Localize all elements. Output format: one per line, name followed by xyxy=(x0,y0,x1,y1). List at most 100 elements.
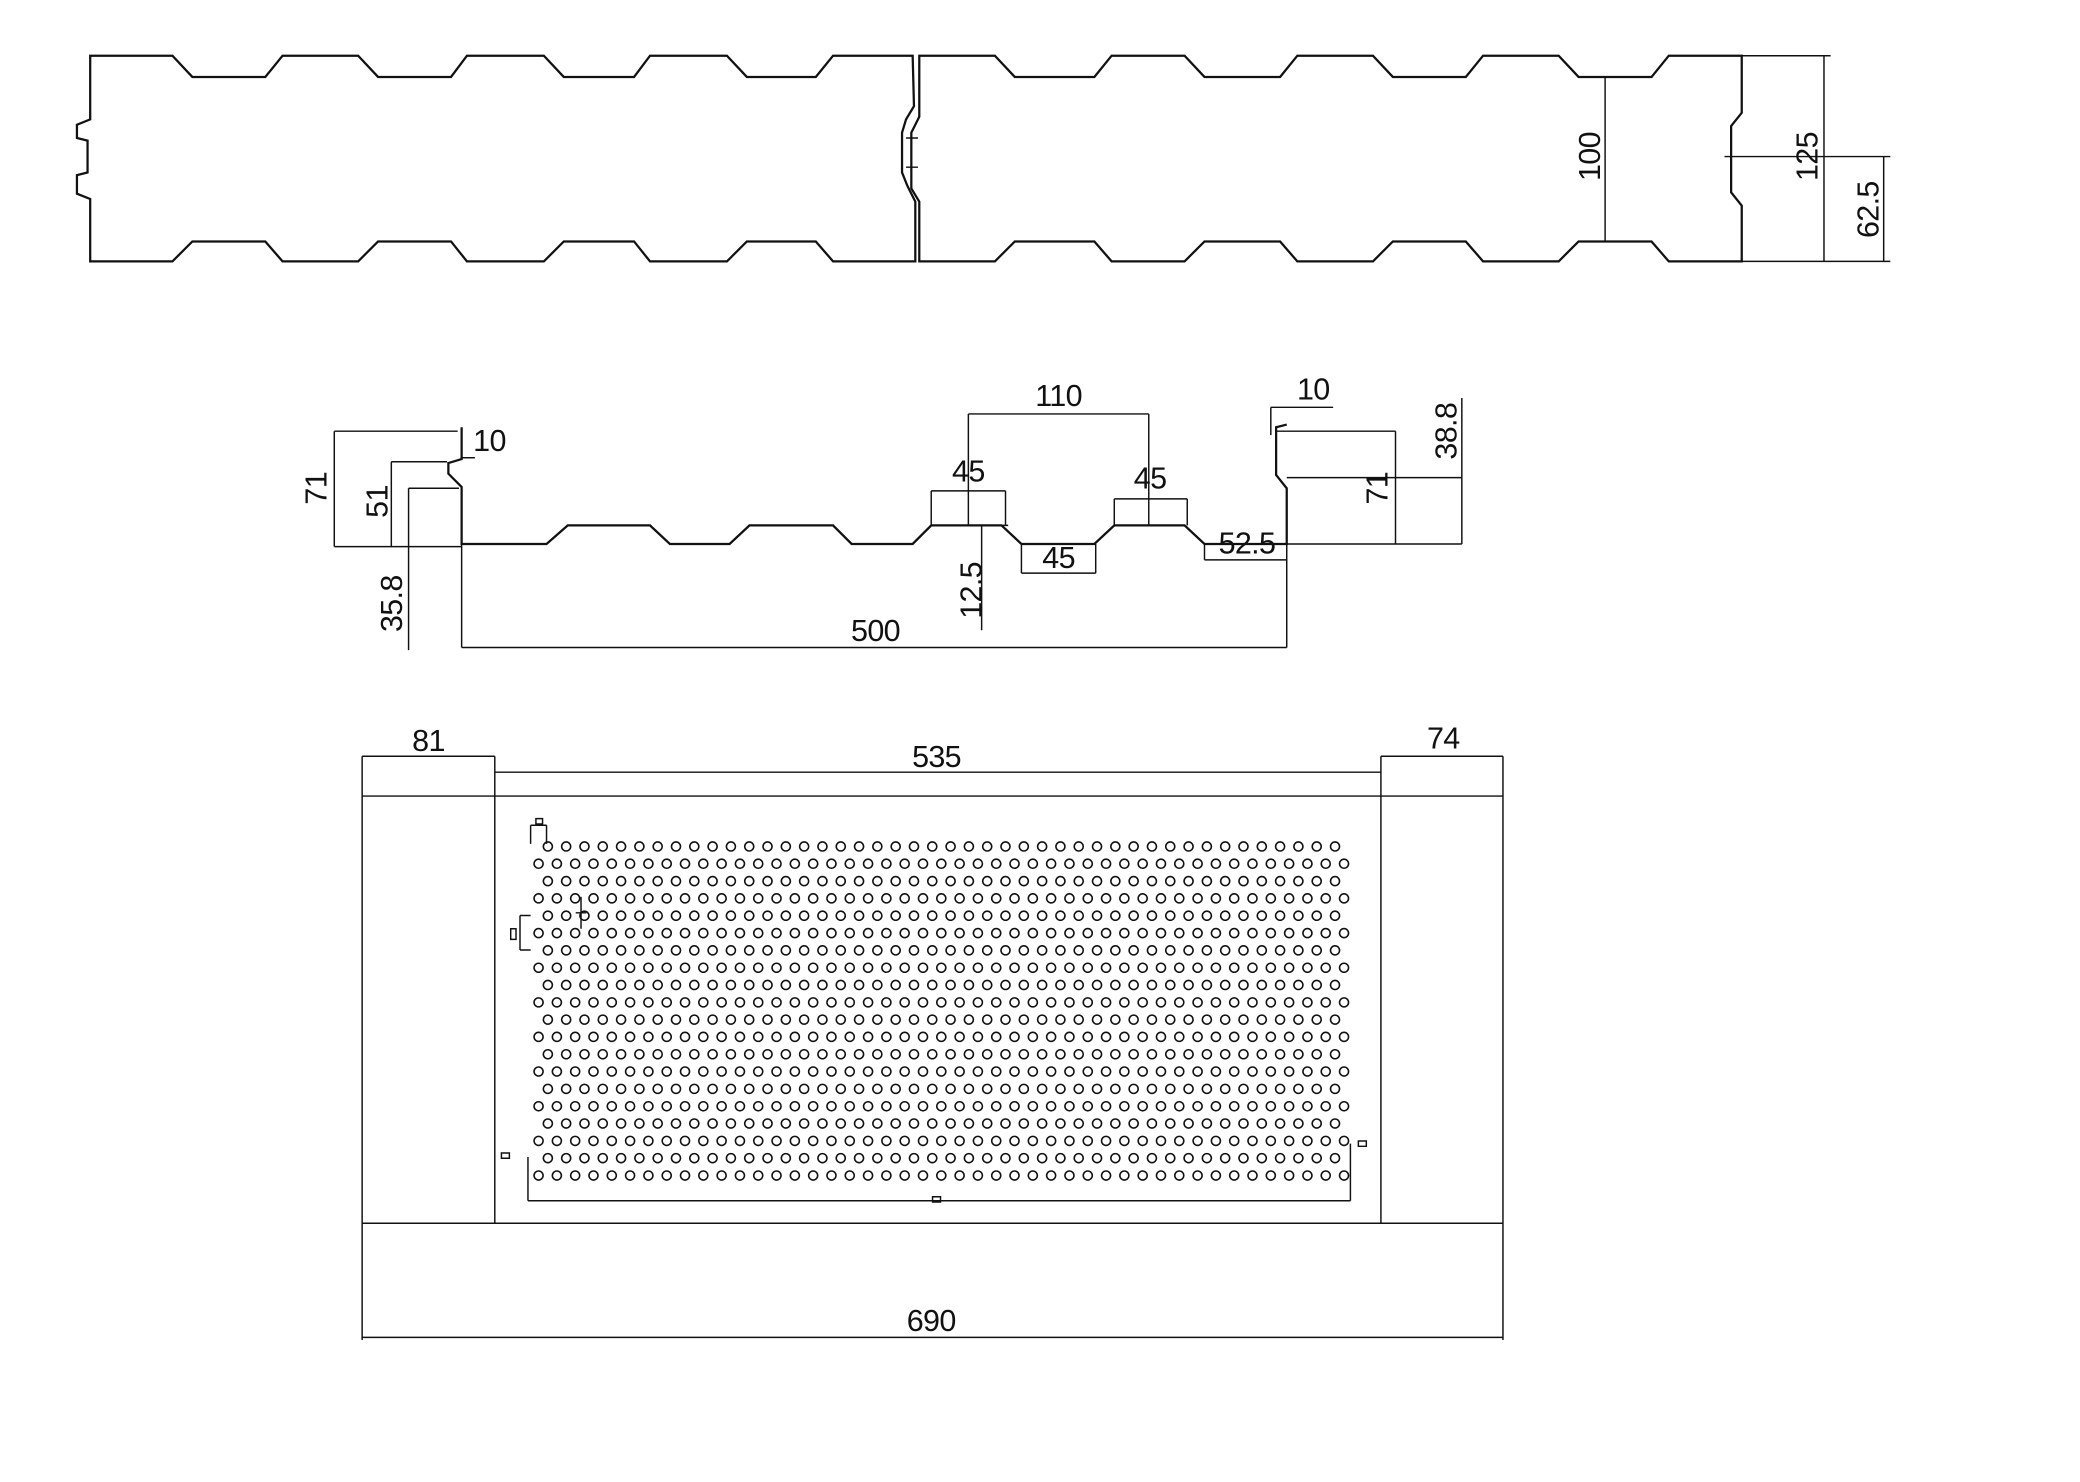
perforation-hole xyxy=(588,997,599,1008)
dimension-line-45-left xyxy=(930,490,1007,526)
perforation-hole xyxy=(981,945,993,956)
perforation-hole xyxy=(835,1152,847,1164)
perforation-hole xyxy=(1100,1100,1112,1112)
perforation-hole xyxy=(881,893,892,904)
perforation-hole xyxy=(1238,1083,1249,1095)
perforation-hole xyxy=(1302,1031,1313,1043)
perforation-hole xyxy=(954,1170,965,1181)
perforation-hole xyxy=(551,1031,563,1043)
perforation-hole xyxy=(588,1066,599,1077)
perforation-hole xyxy=(634,1048,645,1060)
perforation-hole xyxy=(670,875,682,887)
perforation-hole xyxy=(1210,1031,1222,1043)
perforation-hole xyxy=(1119,1066,1130,1077)
perforation-hole xyxy=(807,962,819,974)
perforation-hole xyxy=(1091,945,1103,956)
perforation-hole xyxy=(1283,997,1295,1008)
perforation-hole xyxy=(853,1152,865,1164)
perforation-hole xyxy=(1320,1170,1332,1181)
perforation-hole xyxy=(954,1031,965,1043)
perforation-hole xyxy=(1064,1066,1075,1077)
perforation-hole xyxy=(634,945,645,956)
perforation-hole xyxy=(1045,1031,1057,1043)
perforation-hole xyxy=(606,1031,618,1043)
perforation-hole xyxy=(1073,1118,1085,1129)
perforation-hole xyxy=(551,927,563,939)
perforation-hole xyxy=(1064,1170,1075,1181)
perforation-hole xyxy=(1228,1100,1240,1112)
perforation-hole xyxy=(1256,1048,1268,1060)
perforation-hole xyxy=(862,1031,874,1043)
perforation-hole xyxy=(762,979,773,991)
perforation-hole xyxy=(1183,1048,1194,1060)
perforation-hole xyxy=(752,1135,764,1147)
perforation-hole xyxy=(1027,1031,1039,1043)
perforation-hole xyxy=(1055,875,1066,887)
perforation-hole xyxy=(1302,997,1313,1008)
perforation-hole xyxy=(1128,875,1139,887)
perforation-hole xyxy=(1192,1031,1203,1043)
perforation-hole xyxy=(789,893,801,904)
perforation-hole xyxy=(926,1083,938,1095)
perforation-hole xyxy=(935,997,947,1008)
perforation-hole xyxy=(542,1048,554,1060)
perforation-hole xyxy=(1018,1048,1030,1060)
perforation-hole xyxy=(569,858,581,870)
perforation-hole xyxy=(707,1152,718,1164)
perforation-hole xyxy=(1009,893,1020,904)
perforation-hole xyxy=(1293,1048,1304,1060)
dimension-label-45-bottom: 45 xyxy=(1042,541,1075,575)
perforation-hole xyxy=(926,875,938,887)
perforation-hole xyxy=(771,997,782,1008)
dimension-label-51: 51 xyxy=(360,485,394,518)
perforation-hole xyxy=(1338,858,1350,870)
perforation-hole xyxy=(1100,1031,1112,1043)
perforation-hole xyxy=(698,858,709,870)
perforation-hole xyxy=(899,997,910,1008)
perforation-hole xyxy=(1173,1170,1185,1181)
perforation-hole xyxy=(1183,841,1194,852)
perforation-hole xyxy=(615,945,627,956)
perforation-hole xyxy=(1137,1135,1148,1147)
perforation-hole xyxy=(789,927,801,939)
perforation-hole xyxy=(716,1031,727,1043)
perforation-hole xyxy=(1055,910,1066,922)
right-sheet-outline xyxy=(910,54,1743,263)
perforation-hole xyxy=(1274,841,1286,852)
perforation-hole xyxy=(917,1100,929,1112)
perforation-hole xyxy=(533,1100,544,1112)
perforation-hole xyxy=(990,1135,1002,1147)
perforation-hole xyxy=(1228,858,1240,870)
perforation-hole xyxy=(1293,875,1304,887)
perforation-hole xyxy=(890,875,901,887)
perforation-hole xyxy=(1173,1031,1185,1043)
perforation-hole xyxy=(1018,1014,1030,1025)
perforation-hole xyxy=(716,997,727,1008)
perforation-hole xyxy=(597,1118,609,1129)
perforation-hole xyxy=(1320,927,1332,939)
perforation-hole xyxy=(862,1135,874,1147)
perforation-hole xyxy=(972,1135,984,1147)
perforation-hole xyxy=(762,841,773,852)
perforation-hole xyxy=(1045,1170,1057,1181)
perforation-hole xyxy=(1338,927,1350,939)
perforation-hole xyxy=(698,1100,709,1112)
perforation-hole xyxy=(624,962,636,974)
perforation-hole xyxy=(807,1135,819,1147)
perforation-hole xyxy=(899,1066,910,1077)
perforation-hole xyxy=(1311,979,1323,991)
perforation-hole xyxy=(670,1083,682,1095)
perforation-hole xyxy=(716,1170,727,1181)
perforation-hole xyxy=(917,1170,929,1181)
perforated-view: 81 535 74 690 xyxy=(361,721,1504,1341)
perforation-hole xyxy=(533,1031,544,1043)
perforation-hole xyxy=(1256,1118,1268,1129)
perforation-hole xyxy=(1128,1083,1139,1095)
perforation-hole xyxy=(1173,1100,1185,1112)
perforation-hole xyxy=(981,1118,993,1129)
perforation-hole xyxy=(881,927,892,939)
perforation-hole xyxy=(1320,997,1332,1008)
perforation-hole xyxy=(643,997,654,1008)
perforation-hole xyxy=(926,910,938,922)
perforation-hole xyxy=(1283,962,1295,974)
